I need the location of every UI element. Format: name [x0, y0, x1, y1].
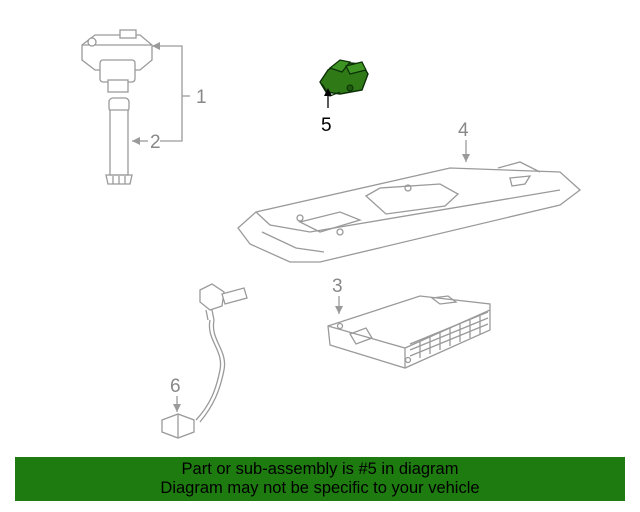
crankshaft-sensor[interactable]	[161, 283, 248, 439]
highlighted-sensor[interactable]	[319, 59, 369, 97]
callout-4: 4	[458, 120, 469, 141]
callout-6: 6	[170, 376, 181, 397]
parts-diagram: 1 2 5 4 3	[81, 29, 582, 439]
control-module[interactable]	[327, 295, 491, 369]
callout-bracket-1	[132, 42, 190, 145]
banner-line-2: Diagram may not be specific to your vehi…	[160, 479, 480, 497]
info-banner: Part or sub-assembly is #5 in diagram Di…	[15, 457, 625, 501]
callout-5: 5	[321, 115, 332, 136]
callout-2: 2	[150, 132, 161, 153]
ignition-coil[interactable]	[81, 29, 153, 93]
callout-3: 3	[332, 276, 343, 297]
engine-cover-plate[interactable]	[237, 161, 582, 263]
callout-1: 1	[196, 87, 207, 108]
coil-boot[interactable]	[105, 97, 133, 185]
banner-line-1: Part or sub-assembly is #5 in diagram	[181, 460, 459, 478]
